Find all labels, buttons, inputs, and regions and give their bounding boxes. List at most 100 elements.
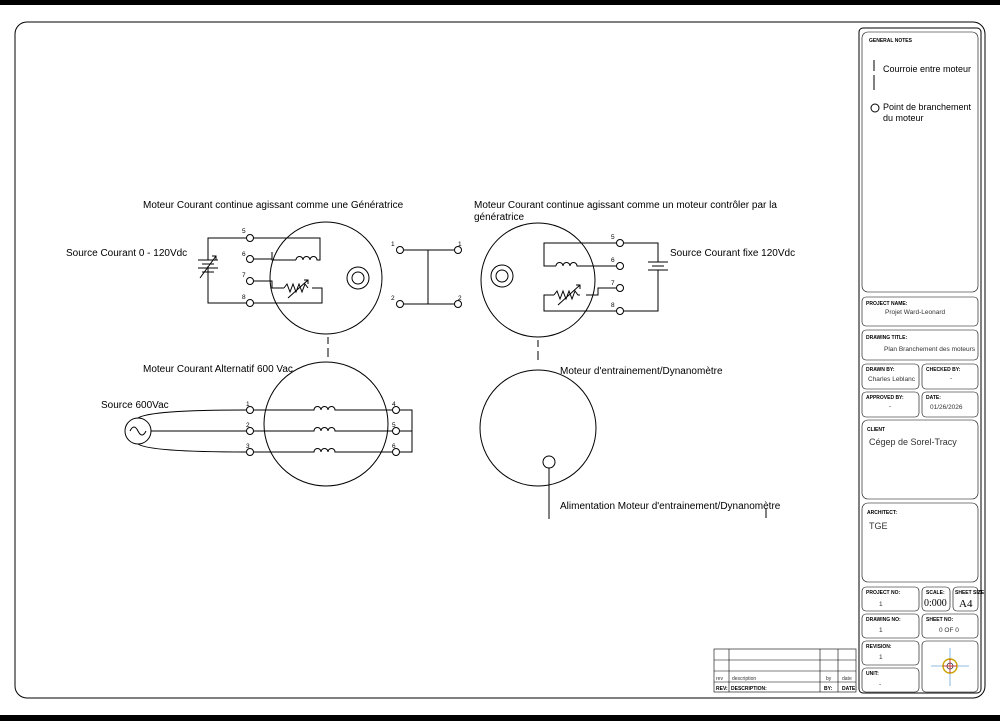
gen-out-pin-2: 2 bbox=[391, 295, 395, 302]
gen-pin-6: 6 bbox=[242, 251, 246, 258]
drawing-title-label: DRAWING TITLE: bbox=[866, 335, 907, 341]
rev-small-date: date bbox=[842, 676, 852, 682]
date-value: 01/26/2026 bbox=[930, 404, 963, 411]
connection-legend-symbol bbox=[870, 103, 880, 113]
top-bar bbox=[0, 0, 1000, 5]
fixed-source-label: Source Courant fixe 120Vdc bbox=[670, 248, 795, 259]
project-name: Projet Ward-Leonard bbox=[885, 309, 945, 316]
interconnect-wires bbox=[404, 249, 454, 305]
drawing-title: Plan Branchement des moteurs bbox=[884, 346, 976, 353]
ac-pin-2: 2 bbox=[246, 422, 250, 429]
ac-right-jumpers bbox=[400, 409, 413, 453]
generator-armature-wiring bbox=[254, 280, 323, 304]
mot-pin-7: 7 bbox=[611, 280, 615, 287]
drawing-border bbox=[14, 21, 986, 699]
ac-pin-5: 5 bbox=[392, 422, 396, 429]
approved-by-label: APPROVED BY: bbox=[866, 395, 904, 401]
client-label: CLIENT bbox=[867, 427, 885, 433]
title-block: GENERAL NOTES Courroie entre moteur Poin… bbox=[858, 27, 986, 694]
ac-winding-1 bbox=[254, 406, 392, 411]
scale: 0:000 bbox=[924, 598, 947, 609]
checked-by-label: CHECKED BY: bbox=[926, 367, 961, 373]
gen-pin-8: 8 bbox=[242, 294, 246, 301]
variable-source-wiring bbox=[207, 237, 246, 304]
motor-field-wiring bbox=[543, 242, 616, 267]
sheet-size-label: SHEET SIZE: bbox=[955, 590, 986, 596]
dyno-supply-label: Alimentation Moteur d'entrainement/Dynan… bbox=[560, 501, 781, 512]
ac-pin-3: 3 bbox=[246, 443, 250, 450]
ac-motor: Moteur Courant Alternatif 600 Vac 1 2 3 … bbox=[101, 361, 413, 487]
ac-winding-2 bbox=[254, 427, 392, 432]
project-no: 1 bbox=[879, 601, 883, 608]
variable-source-symbol bbox=[198, 255, 218, 279]
fixed-source-wiring bbox=[624, 242, 659, 312]
motor-shaft bbox=[490, 264, 514, 288]
rev-small-by: by bbox=[826, 676, 832, 682]
dc-generator: Moteur Courant continue agissant comme u… bbox=[66, 200, 404, 335]
motor-housing bbox=[480, 222, 596, 338]
dyno-title: Moteur d'entrainement/Dynanomètre bbox=[560, 366, 723, 377]
general-notes-box bbox=[861, 31, 979, 293]
bottom-bar bbox=[0, 715, 1000, 721]
drawn-by: Charles Leblanc bbox=[868, 376, 916, 383]
scale-label: SCALE: bbox=[926, 590, 945, 596]
ac-pin-4: 4 bbox=[392, 401, 396, 408]
ac-source-sine bbox=[129, 426, 147, 436]
dyno-connection-point bbox=[542, 455, 556, 469]
rev-small-rev: rev bbox=[716, 676, 723, 682]
sheet-no-label: SHEET NO: bbox=[926, 617, 954, 623]
rev-header-description: DESCRIPTION: bbox=[731, 686, 767, 692]
dc-motor: Moteur Courant continue agissant comme u… bbox=[454, 200, 795, 338]
drawn-by-label: DRAWN BY: bbox=[866, 367, 895, 373]
gen-out-pin-1: 1 bbox=[391, 241, 395, 248]
mot-pin-8: 8 bbox=[611, 302, 615, 309]
ac-winding-3 bbox=[254, 448, 392, 453]
generator-housing bbox=[269, 221, 383, 335]
sheet-no: 0 OF 0 bbox=[939, 627, 959, 634]
client: Cégep de Sorel-Tracy bbox=[869, 437, 957, 447]
note-belt: Courroie entre moteur bbox=[883, 64, 971, 74]
ac-source-wiring bbox=[137, 409, 247, 453]
unit: - bbox=[879, 681, 881, 688]
generator-title: Moteur Courant continue agissant comme u… bbox=[143, 200, 404, 211]
approved-by: - bbox=[889, 403, 891, 410]
sheet-size: A4 bbox=[959, 598, 973, 610]
compass-icon bbox=[931, 648, 969, 686]
motor-title: Moteur Courant continue agissant comme u… bbox=[474, 200, 777, 211]
dynamometer: Moteur d'entrainement/Dynanomètre Alimen… bbox=[479, 366, 781, 519]
motor-title-cont: génératrice bbox=[474, 212, 524, 223]
mot-pin-5: 5 bbox=[611, 234, 615, 241]
generator-shaft bbox=[346, 266, 370, 290]
motor-armature-wiring bbox=[543, 287, 616, 312]
variable-source-label: Source Courant 0 - 120Vdc bbox=[66, 248, 187, 259]
rev-header-by: BY: bbox=[824, 686, 833, 692]
note-connection-2: du moteur bbox=[883, 113, 924, 123]
motor-field-coil bbox=[555, 262, 588, 267]
drawing-no-label: DRAWING NO: bbox=[866, 617, 901, 623]
project-name-label: PROJECT NAME: bbox=[866, 301, 908, 307]
revision-label: REVISION: bbox=[866, 644, 892, 650]
architect: TGE bbox=[869, 521, 888, 531]
generator-shaft-inner bbox=[351, 271, 365, 285]
rev-small-description: description bbox=[732, 676, 756, 682]
architect-label: ARCHITECT: bbox=[867, 510, 897, 516]
checked-by: - bbox=[950, 375, 952, 382]
motor-rheostat bbox=[553, 284, 581, 306]
motor-shaft-inner bbox=[495, 269, 509, 283]
unit-label: UNIT: bbox=[866, 671, 879, 677]
generator-rheostat bbox=[283, 279, 309, 299]
ac-pin-6: 6 bbox=[392, 443, 396, 450]
mot-in-pin-1: 1 bbox=[458, 241, 462, 248]
revision: 1 bbox=[879, 654, 883, 661]
drawing-no: 1 bbox=[879, 627, 883, 634]
date-label: DATE: bbox=[926, 395, 941, 401]
dyno-housing bbox=[479, 369, 597, 487]
project-no-label: PROJECT NO: bbox=[866, 590, 901, 596]
rev-header-date: DATE: bbox=[842, 686, 857, 692]
motor-terminals bbox=[616, 239, 624, 315]
fixed-source-symbol bbox=[648, 261, 668, 271]
generator-field-wiring bbox=[254, 237, 321, 261]
revision-table: rev description by date REV: DESCRIPTION… bbox=[713, 648, 857, 693]
ac-motor-housing bbox=[263, 361, 389, 487]
ac-source-label: Source 600Vac bbox=[101, 400, 169, 411]
